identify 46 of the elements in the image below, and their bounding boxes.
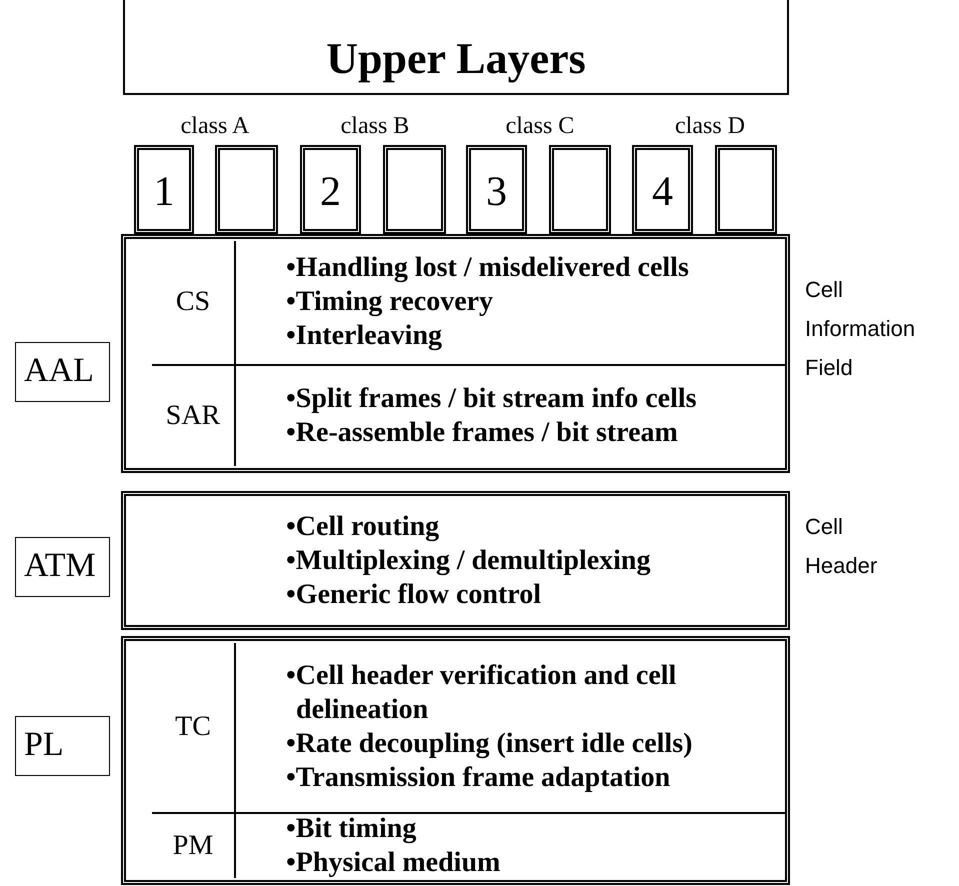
class-box — [549, 145, 611, 234]
sublayer-name: SAR — [164, 399, 222, 433]
layer-tag-box — [15, 716, 110, 776]
bullet-text: •Cell header verification and cell delineation — [286, 658, 678, 726]
class-number: 2 — [319, 168, 342, 216]
bullet-text: •Cell routing — [286, 510, 440, 544]
class-number: 4 — [651, 168, 674, 216]
layer-box — [123, 0, 789, 95]
bullet-text: •Timing recovery — [286, 284, 494, 318]
sublayer-name: CS — [174, 284, 212, 318]
bullet-text: •Interleaving — [286, 318, 442, 352]
class-label: class A — [180, 112, 250, 140]
layer-box — [121, 636, 790, 885]
layer-box — [121, 491, 790, 630]
class-label: class B — [340, 112, 410, 140]
class-box — [383, 145, 446, 234]
bullet-text: •Multiplexing / demultiplexing — [286, 544, 651, 578]
class-box — [134, 145, 194, 234]
class-number: 3 — [485, 168, 508, 216]
class-box — [215, 145, 278, 234]
class-number: 1 — [152, 168, 176, 216]
layer-box — [121, 234, 790, 473]
bullet-text: •Rate decoupling (insert idle cells) — [286, 726, 692, 760]
bullet-text: •Re-assemble frames / bit stream — [286, 416, 678, 450]
class-box — [632, 145, 693, 234]
bullet-text: •Split frames / bit stream info cells — [286, 382, 697, 416]
class-box — [466, 145, 527, 234]
class-box — [715, 145, 777, 234]
side-note: Cell Header — [805, 513, 878, 580]
sublayer-name: PM — [172, 829, 214, 863]
class-label: class C — [504, 112, 576, 140]
layer-tag-box — [15, 342, 110, 402]
layer-name: AAL — [24, 351, 94, 391]
class-box — [300, 145, 361, 234]
layer-title: Upper Layers — [325, 33, 587, 85]
bullet-text: •Bit timing — [286, 812, 416, 846]
side-note: Cell Information Field — [805, 276, 916, 382]
bullet-text: •Handling lost / misdelivered cells — [286, 250, 689, 284]
layer-name: ATM — [24, 546, 96, 586]
bullet-text: •Generic flow control — [286, 578, 541, 612]
class-label: class D — [674, 112, 746, 140]
bullet-text: •Transmission frame adaptation — [286, 760, 670, 794]
layer-tag-box — [15, 537, 110, 597]
sublayer-name: TC — [174, 710, 212, 744]
bullet-text: •Physical medium — [286, 846, 500, 880]
layer-name: PL — [24, 725, 64, 765]
